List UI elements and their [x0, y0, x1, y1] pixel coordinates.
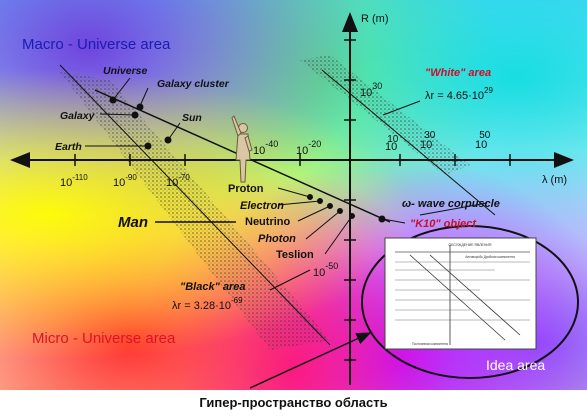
x-tick-labels-negative: 10-110 10-90 10-70 [60, 173, 190, 189]
black-area-pointer [269, 269, 311, 291]
center-tick-labels: 10-40 10-20 1030 10-50 [253, 81, 382, 279]
svg-text:10-70: 10-70 [166, 173, 190, 189]
macro-object-markers [85, 77, 181, 150]
svg-text:1030: 1030 [360, 81, 382, 99]
white-area-formula: λr = 4.65·1029 [425, 86, 493, 102]
svg-text:10-50: 10-50 [313, 261, 338, 279]
micro-object-labels: Proton Electron Neutrino Photon Teslion [228, 183, 314, 261]
inset-header: ОБСУЖДЕНИЕ ЯВЛЕНИЯ [449, 243, 492, 247]
diagram-frame: ОБСУЖДЕНИЕ ЯВЛЕНИЯ Антиворобь Дробная ко… [0, 0, 587, 390]
svg-text:1050: 1050 [475, 130, 491, 151]
man-label: Man [118, 214, 148, 231]
diagram-canvas: ОБСУЖДЕНИЕ ЯВЛЕНИЯ Антиворобь Дробная ко… [10, 12, 579, 389]
k10-object-label: "K10" object [410, 218, 477, 230]
label-electron: Electron [240, 200, 284, 212]
hyperspace-caption: Гипер-пространство область [199, 395, 388, 410]
micro-area-label: Micro - Universe area [32, 330, 176, 347]
inset-diagram: ОБСУЖДЕНИЕ ЯВЛЕНИЯ Антиворобь Дробная ко… [384, 237, 537, 350]
label-universe: Universe [103, 65, 148, 77]
label-galaxy-cluster: Galaxy cluster [157, 78, 230, 90]
idea-area-ellipse [361, 225, 579, 379]
macro-object-labels: Universe Galaxy cluster Galaxy Sun Earth [55, 65, 230, 153]
caption-arrow [249, 332, 372, 389]
svg-text:10-20: 10-20 [296, 139, 321, 157]
black-area-title: "Black" area [180, 281, 245, 293]
black-area-formula: λr = 3.28·10-69 [172, 296, 243, 312]
label-photon: Photon [258, 233, 296, 245]
label-sun: Sun [182, 112, 202, 124]
lambda-axis-label: λ (m) [542, 174, 567, 186]
svg-text:1010: 1010 [385, 134, 399, 153]
x-tick-labels-positive: 1010 1030 1050 [385, 130, 491, 153]
black-area-band [60, 72, 330, 350]
idea-area-label: Idea area [486, 357, 545, 373]
svg-text:10-110: 10-110 [60, 173, 88, 189]
white-area-title: "White" area [425, 67, 491, 79]
svg-text:10-90: 10-90 [113, 173, 137, 189]
wave-corpuscle-label: ω- wave corpuscle [402, 198, 500, 210]
black-area-boundary-line [59, 64, 331, 346]
label-neutrino: Neutrino [245, 216, 291, 228]
macro-area-label: Macro - Universe area [22, 36, 171, 53]
label-proton: Proton [228, 183, 264, 195]
white-area-pointer [382, 100, 421, 116]
label-galaxy: Galaxy [60, 110, 96, 122]
label-teslion: Teslion [276, 249, 314, 261]
micro-object-markers [277, 187, 386, 255]
svg-text:1030: 1030 [420, 130, 436, 151]
k10-pointer [382, 218, 406, 224]
inset-footer: Постоянная компонента [412, 342, 448, 346]
man-figure-icon [231, 115, 253, 183]
wave-pointer [419, 202, 488, 216]
inset-subheader: Антиворобь Дробная компонента [465, 255, 515, 259]
svg-text:10-40: 10-40 [253, 139, 278, 157]
r-axis-label: R (m) [361, 13, 389, 25]
white-area-band [300, 55, 470, 175]
label-earth: Earth [55, 141, 82, 153]
